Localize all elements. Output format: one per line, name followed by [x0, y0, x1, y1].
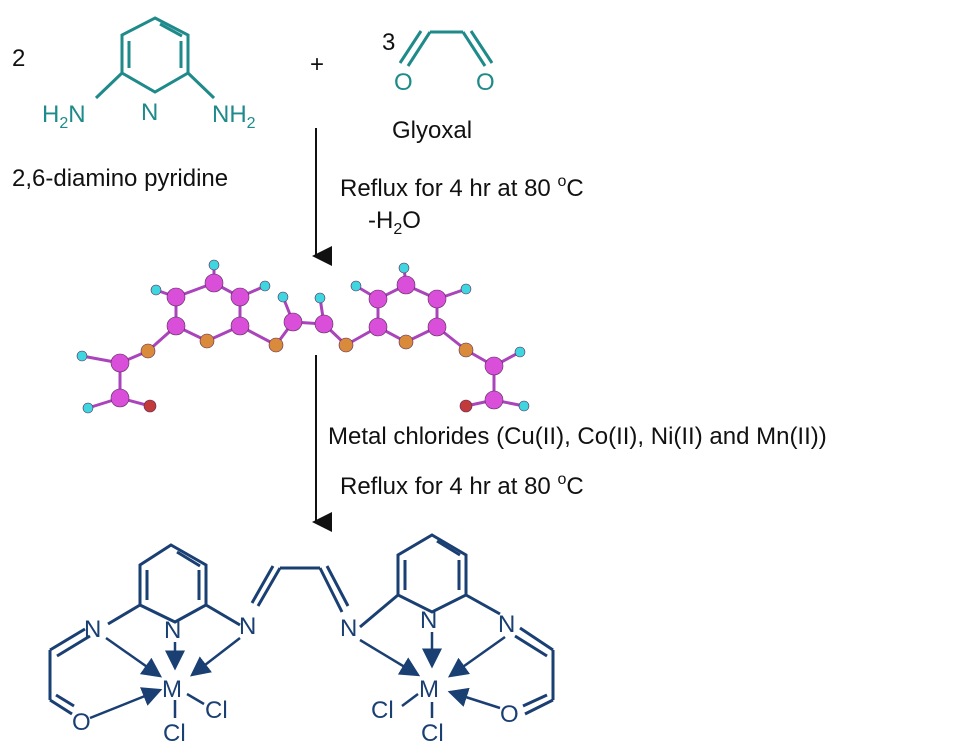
- step2-condition: Reflux for 4 hr at 80 oC: [340, 471, 584, 500]
- complex-cl-1: Cl: [205, 697, 228, 724]
- diamine-right-amine: NH2: [212, 101, 256, 132]
- step2-reagent: Metal chlorides (Cu(II), Co(II), Ni(II) …: [328, 423, 827, 450]
- complex-n-3: N: [239, 613, 256, 640]
- nitrogen-atoms: [140, 333, 474, 359]
- oxygen-atoms: [143, 399, 473, 413]
- glyoxal-oxygen-right: O: [476, 69, 495, 96]
- hydrogen-atoms: [76, 259, 530, 414]
- complex-n-1: N: [84, 616, 101, 643]
- plus-sign: +: [310, 51, 324, 78]
- complex-cl-2: Cl: [163, 720, 186, 745]
- complex-n-4: N: [340, 615, 357, 642]
- metal-complex-structure: [48, 533, 555, 716]
- step1-condition: Reflux for 4 hr at 80 oC: [340, 173, 584, 202]
- complex-metal-left: M: [162, 676, 182, 703]
- diaminopyridine-structure: [94, 16, 216, 100]
- diamine-left-amine: H2N: [42, 101, 86, 132]
- complex-o-right: O: [500, 701, 519, 728]
- glyoxal-structure: [398, 30, 494, 67]
- complex-o-left: O: [72, 709, 91, 736]
- complex-cl-4: Cl: [421, 720, 444, 745]
- metal-chloride-bonds: [173, 692, 434, 718]
- diamine-ring-nitrogen: N: [141, 99, 158, 126]
- complex-n-6: N: [498, 611, 515, 638]
- diamine-coefficient: 2: [12, 45, 25, 72]
- ligand-bonds: [81, 265, 525, 410]
- complex-n-2: N: [164, 617, 181, 644]
- diamine-name: 2,6-diamino pyridine: [12, 165, 228, 192]
- complex-cl-3: Cl: [371, 697, 394, 724]
- coordination-bonds: [89, 632, 506, 720]
- complex-n-5: N: [420, 607, 437, 634]
- step1-byproduct: -H2O: [368, 207, 421, 238]
- glyoxal-oxygen-left: O: [394, 69, 413, 96]
- glyoxal-coefficient: 3: [382, 29, 395, 56]
- carbon-atoms: [110, 273, 504, 410]
- complex-metal-right: M: [419, 676, 439, 703]
- ligand-3d-model: [76, 259, 530, 414]
- glyoxal-name: Glyoxal: [392, 117, 472, 144]
